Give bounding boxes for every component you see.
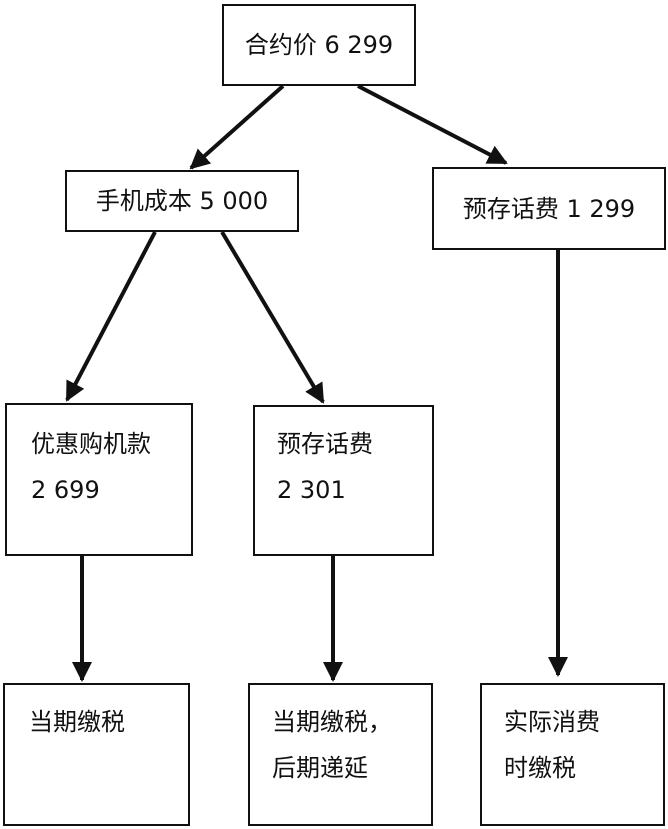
arrow-phone-cost-to-discount (65, 231, 157, 402)
arrow-contract-to-phone-cost (189, 84, 285, 170)
node-tax-on-consumption: 实际消费 时缴税 (480, 683, 665, 826)
node-contract-price: 合约价 6 299 (222, 4, 416, 86)
node-prepaid-fee-2301-value: 2 301 (277, 476, 346, 504)
node-tax-current-deferred-line2: 后期递延 (272, 754, 368, 782)
arrow-phone-cost-to-prepaid-2301 (220, 230, 325, 404)
node-discount-purchase: 优惠购机款 2 699 (5, 403, 193, 556)
node-tax-current-deferred: 当期缴税， 后期递延 (248, 683, 433, 826)
node-tax-current: 当期缴税 (3, 683, 190, 826)
arrow-contract-to-prepaid-1299 (357, 84, 508, 165)
node-phone-cost: 手机成本 5 000 (65, 170, 299, 232)
node-discount-purchase-value: 2 699 (31, 476, 100, 504)
node-prepaid-fee-2301-title: 预存话费 (277, 430, 373, 458)
node-contract-price-label: 合约价 6 299 (244, 31, 394, 59)
node-tax-on-consumption-line1: 实际消费 (504, 708, 600, 736)
node-prepaid-fee-2301: 预存话费 2 301 (253, 405, 434, 556)
node-tax-current-label: 当期缴税 (29, 708, 125, 736)
node-tax-current-deferred-line1: 当期缴税， (272, 708, 392, 736)
node-tax-on-consumption-line2: 时缴税 (504, 754, 576, 782)
node-prepaid-fee-1299-label: 预存话费 1 299 (462, 194, 636, 223)
node-phone-cost-label: 手机成本 5 000 (95, 187, 269, 215)
node-prepaid-fee-1299: 预存话费 1 299 (432, 167, 666, 250)
node-discount-purchase-title: 优惠购机款 (31, 430, 151, 458)
